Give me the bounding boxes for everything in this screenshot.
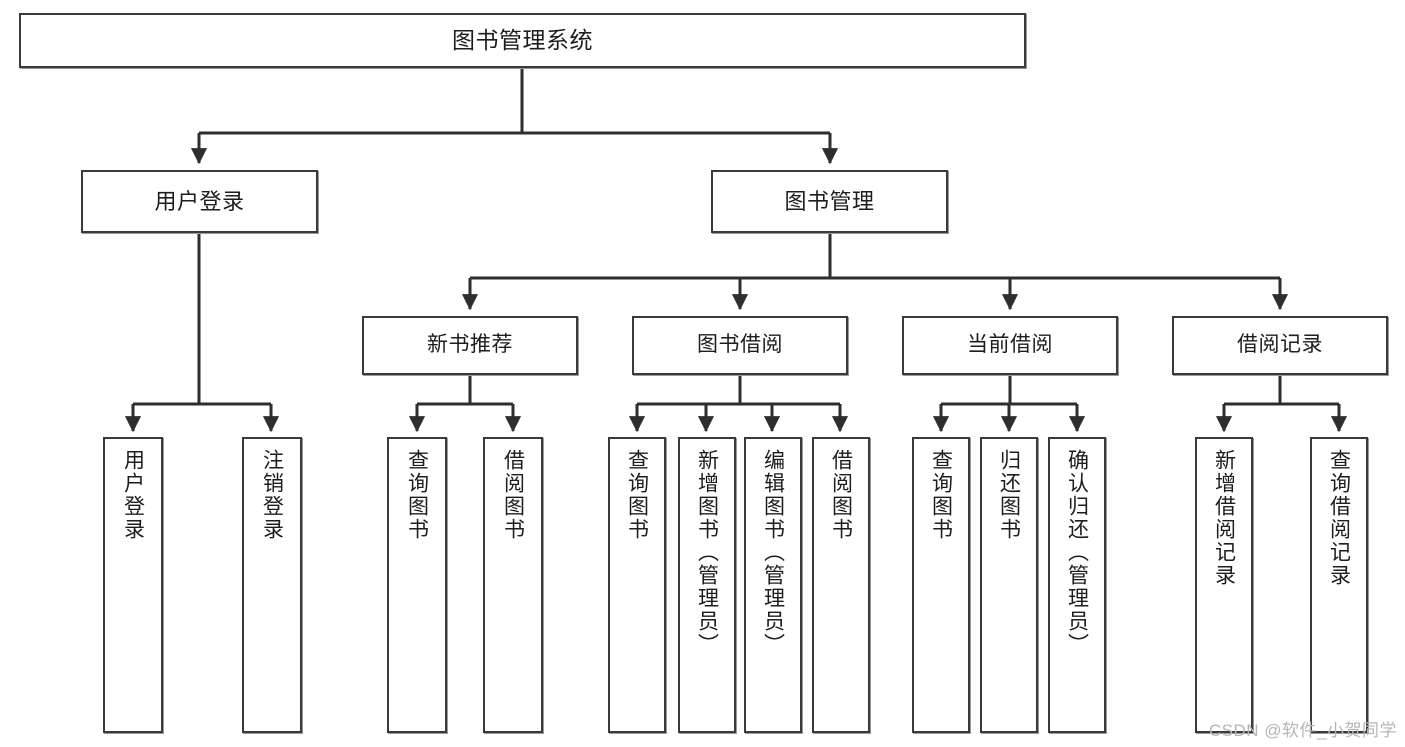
leaf-recommend-borrow-book[interactable]: 借阅图书 <box>483 437 543 733</box>
node-label: 借阅图书 <box>501 449 525 541</box>
leaf-record-add-record[interactable]: 新增借阅记录 <box>1195 437 1253 733</box>
node-user-login[interactable]: 用户登录 <box>81 170 318 233</box>
node-label: 查询图书 <box>625 449 649 541</box>
node-book-borrow[interactable]: 图书借阅 <box>632 316 848 375</box>
node-book-management[interactable]: 图书管理 <box>711 170 948 233</box>
node-label: 新增图书（管理员） <box>695 449 719 656</box>
node-current-borrow[interactable]: 当前借阅 <box>902 316 1118 375</box>
node-root-system[interactable]: 图书管理系统 <box>19 13 1026 68</box>
node-label: 确认归还（管理员） <box>1065 449 1089 656</box>
node-label: 查询借阅记录 <box>1327 449 1351 587</box>
node-label: 图书管理 <box>784 188 875 214</box>
leaf-borrow-edit-book-admin[interactable]: 编辑图书（管理员） <box>744 437 802 733</box>
leaf-current-return-book[interactable]: 归还图书 <box>980 437 1038 733</box>
leaf-current-confirm-return-admin[interactable]: 确认归还（管理员） <box>1048 437 1106 733</box>
node-label: 归还图书 <box>997 449 1021 541</box>
node-label: 查询图书 <box>929 449 953 541</box>
leaf-borrow-query-book[interactable]: 查询图书 <box>608 437 666 733</box>
node-label: 注销登录 <box>260 449 284 541</box>
node-label: 用户登录 <box>154 188 245 214</box>
node-borrow-record[interactable]: 借阅记录 <box>1172 316 1388 375</box>
leaf-record-query-record[interactable]: 查询借阅记录 <box>1310 437 1368 733</box>
watermark-text: CSDN @软件_小贺同学 <box>1208 721 1397 740</box>
node-label: 编辑图书（管理员） <box>761 449 785 656</box>
leaf-borrow-borrow-book[interactable]: 借阅图书 <box>812 437 870 733</box>
node-label: 图书借阅 <box>697 333 783 357</box>
node-label: 图书管理系统 <box>452 27 593 54</box>
leaf-user-login-login[interactable]: 用户登录 <box>103 437 163 733</box>
node-label: 借阅图书 <box>829 449 853 541</box>
leaf-current-query-book[interactable]: 查询图书 <box>912 437 970 733</box>
node-new-book-recommend[interactable]: 新书推荐 <box>362 316 578 375</box>
leaf-user-login-logout[interactable]: 注销登录 <box>242 437 302 733</box>
node-label: 新增借阅记录 <box>1212 449 1236 587</box>
node-label: 用户登录 <box>121 449 145 541</box>
node-label: 查询图书 <box>405 449 429 541</box>
leaf-borrow-add-book-admin[interactable]: 新增图书（管理员） <box>678 437 736 733</box>
leaf-recommend-query-book[interactable]: 查询图书 <box>387 437 447 733</box>
node-label: 当前借阅 <box>967 333 1053 357</box>
node-label: 新书推荐 <box>427 333 513 357</box>
node-label: 借阅记录 <box>1237 333 1323 357</box>
